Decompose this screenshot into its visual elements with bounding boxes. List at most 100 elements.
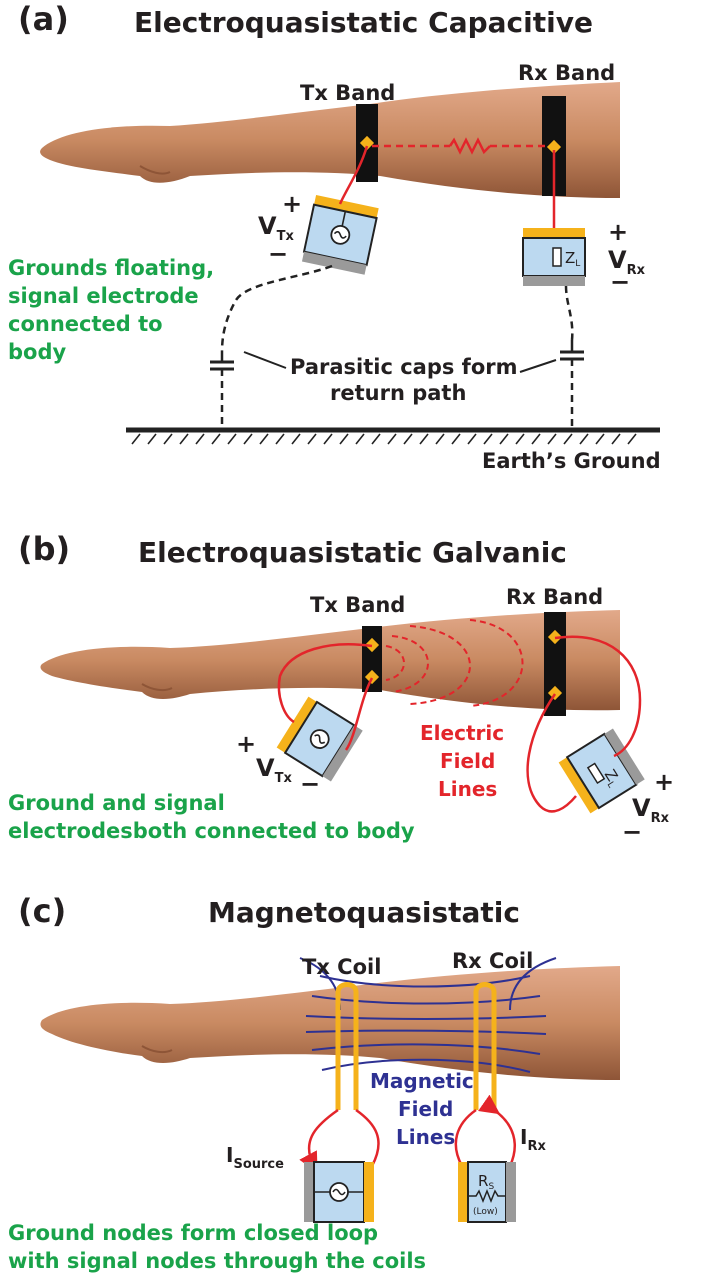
earth-ground-label: Earth’s Ground (482, 449, 661, 473)
rx-ground-return-a (564, 285, 574, 341)
ground-hatch-mark (131, 433, 141, 445)
ground-hatch-mark (323, 433, 333, 445)
rs-label: RS (478, 1172, 494, 1192)
load-impedance-icon-b (586, 762, 606, 785)
note-c-line2: with signal nodes through the coils (8, 1249, 426, 1273)
ground-hatch-mark (611, 433, 621, 445)
ground-hatch-mark (243, 433, 253, 445)
source-resistor-icon (468, 1188, 506, 1204)
rx-wire-right (478, 1094, 516, 1167)
tx-coil-label: Tx Coil (302, 955, 381, 979)
arm-c (40, 966, 621, 1080)
ground-hatch-mark (563, 433, 573, 445)
ground-hatch-mark (339, 433, 349, 445)
ground-hatch-mark (227, 433, 237, 445)
rx-coil-label: Rx Coil (452, 949, 533, 973)
ground-hatch (131, 433, 637, 445)
electric-field-label-line1: Electric (420, 721, 504, 745)
ground-hatch-mark (211, 433, 221, 445)
ground-hatch-mark (515, 433, 525, 445)
tx-ground-electrode-b (364, 669, 380, 685)
tx-ground-wire-b (344, 677, 374, 751)
ground-hatch-mark (579, 433, 589, 445)
ground-hatch-mark (163, 433, 173, 445)
ground-hatch-mark (451, 433, 461, 445)
ground-hatch-mark (355, 433, 365, 445)
ground-hatch-mark (387, 433, 397, 445)
panel-c-title: Magnetoquasistatic (208, 896, 520, 929)
panel-b: (b) Electroquasistatic Galvanic Tx Band … (8, 530, 674, 846)
magnetic-field-label-line2: Field (398, 1097, 453, 1121)
ground-hatch-mark (403, 433, 413, 445)
irx-label: IRx (520, 1125, 546, 1154)
rx-band-label-b: Rx Band (506, 585, 603, 609)
parasitic-label-line1: Parasitic caps form (290, 355, 517, 379)
rx-band-label-a: Rx Band (518, 61, 615, 85)
panel-a: (a) Electroquasistatic Capacitive Tx Ban… (8, 0, 661, 473)
panel-b-letter: (b) (18, 530, 70, 568)
vrx-plus-a: + (608, 218, 628, 246)
panel-a-letter: (a) (18, 0, 69, 38)
ground-hatch-mark (595, 433, 605, 445)
arm-b (40, 610, 621, 711)
ground-hatch-mark (291, 433, 301, 445)
ground-hatch-mark (195, 433, 205, 445)
vrx-minus-b: − (622, 818, 642, 846)
tx-signal-wire-b (277, 643, 373, 724)
note-b-line2: electrodesboth connected to body (8, 819, 415, 843)
note-a-line2: signal electrode (8, 284, 199, 308)
tx-electrode-a (359, 135, 375, 151)
vtx-plus-a: + (282, 190, 302, 218)
electric-field-lines (385, 619, 524, 707)
rx-ground-wire-b (526, 693, 577, 813)
ground-hatch-mark (259, 433, 269, 445)
electric-field-label-line3: Lines (438, 777, 497, 801)
tx-ground-return-a (220, 264, 333, 353)
rx-coil (473, 982, 497, 1110)
vtx-minus-b: − (300, 770, 320, 798)
parasitic-label-line2: return path (330, 381, 466, 405)
magnetic-field-label-line3: Lines (396, 1125, 455, 1149)
magnetic-field-label-line1: Magnetic (370, 1069, 474, 1093)
vtx-label-a: VTx (258, 212, 294, 244)
panel-b-title: Electroquasistatic Galvanic (138, 536, 567, 569)
rx-signal-wire-b (554, 635, 642, 758)
ground-hatch-mark (147, 433, 157, 445)
ground-hatch-mark (547, 433, 557, 445)
note-b-line1: Ground and signal (8, 791, 225, 815)
panel-a-title: Electroquasistatic Capacitive (134, 6, 593, 39)
rx-wire-left (454, 1108, 477, 1167)
vrx-label-a: VRx (608, 246, 646, 278)
rx-ground-electrode-b (547, 685, 563, 701)
arm-a (40, 82, 621, 198)
ground-hatch-mark (435, 433, 445, 445)
vrx-plus-b: + (654, 768, 674, 796)
note-c-line1: Ground nodes form closed loop (8, 1221, 378, 1245)
electric-field-label-line2: Field (440, 749, 495, 773)
zl-label-a: ZL (565, 249, 580, 269)
vtx-label-b: VTx (256, 754, 292, 786)
ground-hatch-mark (307, 433, 317, 445)
note-a-line1: Grounds floating, (8, 256, 214, 280)
panel-c-letter: (c) (18, 892, 66, 930)
vrx-label-b: VRx (632, 794, 670, 826)
ground-hatch-mark (467, 433, 477, 445)
ground-hatch-mark (371, 433, 381, 445)
ground-hatch-mark (627, 433, 637, 445)
ground-hatch-mark (499, 433, 509, 445)
ground-hatch-mark (531, 433, 541, 445)
rs-low-label: (Low) (473, 1207, 498, 1217)
ground-hatch-mark (419, 433, 429, 445)
tx-device-b (276, 696, 363, 782)
ground-hatch-mark (483, 433, 493, 445)
vtx-minus-a: − (268, 240, 288, 268)
tx-band-label-b: Tx Band (310, 593, 405, 617)
tx-coil (335, 982, 359, 1110)
rx-device-b (558, 728, 645, 814)
panel-c: (c) Magnetoquasistatic Tx Coil Rx Coil (8, 892, 621, 1273)
tx-device-a (301, 194, 379, 275)
isource-label: ISource (226, 1143, 284, 1172)
note-a-line4: body (8, 340, 66, 364)
rx-band-b (544, 612, 566, 716)
